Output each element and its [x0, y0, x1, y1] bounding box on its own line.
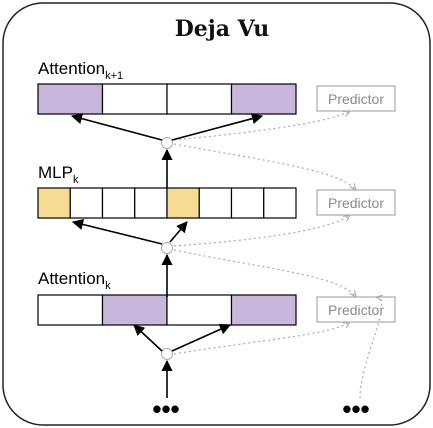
cell-2 [166, 83, 233, 115]
active-cell-1 [101, 294, 168, 326]
hub-circle-bottom [161, 348, 173, 360]
cell-0 [37, 294, 104, 326]
ellipsis-main: ••• [152, 394, 179, 424]
layer-label-attention-k: Attentionk [38, 269, 111, 292]
arrow-hub2-left [71, 218, 163, 245]
layer-label-attention-k1-sub: k+1 [105, 70, 123, 82]
arrow-hub2-right [169, 221, 188, 243]
arrow-hub3-left [133, 324, 163, 352]
dotted-arrow-3 [173, 215, 350, 247]
active-cell-0 [37, 83, 104, 115]
layer-bar-mlp-k [37, 187, 297, 219]
hub-circle-top [161, 137, 173, 149]
active-cell-3 [230, 294, 297, 326]
predictor-box-middle: Predictor [316, 189, 396, 216]
predictor-label-bottom: Predictor [328, 302, 384, 318]
layer-label-mlp-k: MLPk [38, 163, 79, 186]
predictor-box-middle-border [316, 189, 396, 216]
arrow-hub1-right [171, 113, 264, 141]
layer-label-attention-k-name: Attention [38, 269, 105, 288]
predictor-box-top-border [316, 85, 396, 112]
active-cell-0 [37, 187, 71, 219]
dotted-connections [173, 111, 382, 399]
predictor-box-bottom: Predictor [316, 296, 396, 323]
cell-7 [263, 187, 297, 219]
active-cell-3 [230, 83, 297, 115]
cell-1 [101, 83, 168, 115]
ellipsis-side: ••• [342, 394, 369, 424]
dotted-arrow-5 [173, 111, 350, 141]
dotted-arrow-4 [173, 143, 356, 190]
predictor-label-middle: Predictor [328, 195, 384, 211]
predictor-box-top: Predictor [316, 85, 396, 112]
cell-5 [198, 187, 233, 219]
dotted-arrow-1 [173, 322, 350, 355]
arrow-hub1-left [70, 113, 163, 141]
predictor-label-top: Predictor [328, 91, 384, 107]
layer-bar-attention-k [37, 294, 297, 326]
diagram-title: Deja Vu [175, 16, 270, 42]
cell-2 [101, 187, 136, 219]
layer-label-mlp-k-sub: k [73, 174, 79, 186]
layer-label-attention-k1: Attentionk+1 [38, 59, 123, 82]
cell-2 [166, 294, 233, 326]
layer-label-attention-k-sub: k [105, 280, 111, 292]
hub-circle-middle [161, 242, 173, 254]
solid-arrows [70, 113, 264, 398]
dotted-arrow-2 [173, 249, 356, 297]
cell-3 [134, 187, 168, 219]
cell-6 [230, 187, 265, 219]
layer-label-attention-k1-name: Attention [38, 59, 105, 78]
active-cell-4 [166, 187, 200, 219]
cell-1 [69, 187, 104, 219]
layer-label-mlp-k-name: MLP [38, 163, 73, 182]
arrow-hub3-right [171, 324, 232, 352]
layer-bar-attention-k1 [37, 83, 297, 115]
dotted-arrow-6 [359, 297, 382, 399]
